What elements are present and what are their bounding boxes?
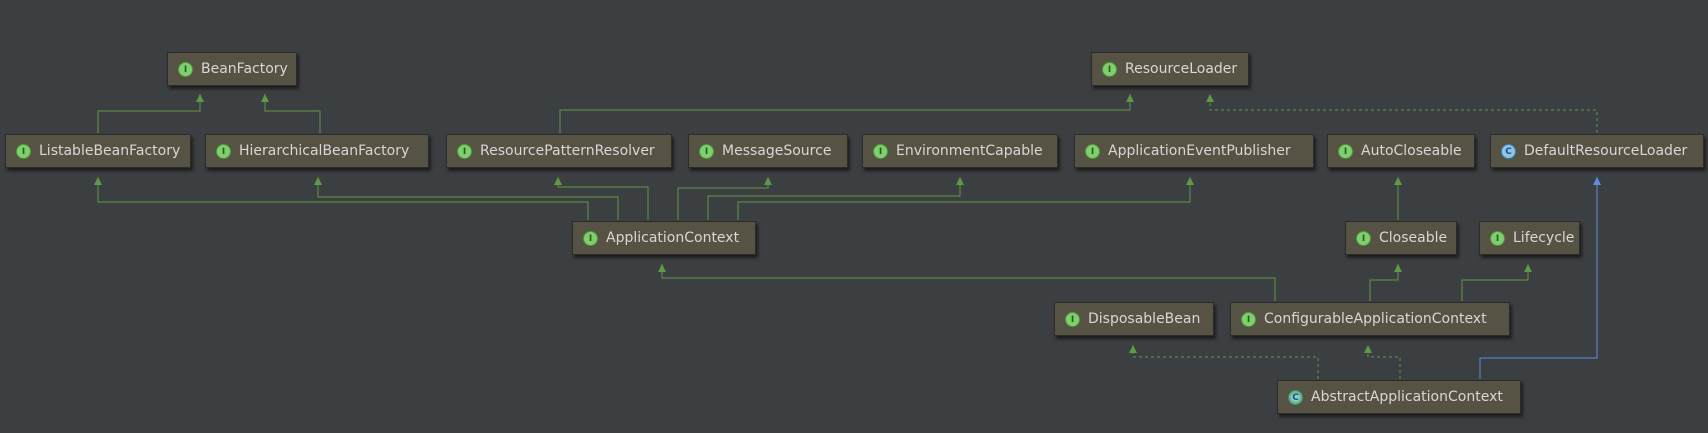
edge-arrowhead xyxy=(1186,177,1194,185)
node-label: MessageSource xyxy=(722,143,832,159)
edge-line xyxy=(1479,177,1598,379)
node-label: EnvironmentCapable xyxy=(896,143,1043,159)
edge-arrowhead xyxy=(956,177,964,185)
node-label: DefaultResourceLoader xyxy=(1524,143,1688,159)
node-abstract-application-context[interactable]: C AbstractApplicationContext xyxy=(1277,380,1521,414)
node-application-context[interactable]: I ApplicationContext xyxy=(572,221,756,255)
node-label: ResourcePatternResolver xyxy=(480,143,655,159)
edge-arrowhead xyxy=(1206,94,1214,102)
edge-arrowhead xyxy=(1524,264,1532,272)
edge-arrowhead xyxy=(261,94,269,102)
abstract-class-icon: C xyxy=(1288,390,1303,405)
edge-line xyxy=(317,177,619,220)
edge-arrowhead xyxy=(94,177,102,185)
edge-line xyxy=(737,177,1191,220)
edge-line xyxy=(661,264,1276,301)
edge-line xyxy=(707,177,961,220)
node-label: ResourceLoader xyxy=(1125,61,1238,77)
node-hierarchical-bean-factory[interactable]: I HierarchicalBeanFactory xyxy=(205,134,429,168)
edge-arrowhead xyxy=(314,177,322,185)
edge-arrowhead xyxy=(1394,264,1402,272)
node-configurable-application-context[interactable]: I ConfigurableApplicationContext xyxy=(1230,302,1510,336)
edge-arrowhead xyxy=(1126,94,1134,102)
edge-line xyxy=(1367,345,1401,379)
edge-arrowhead xyxy=(1394,177,1402,185)
node-auto-closeable[interactable]: I AutoCloseable xyxy=(1327,134,1475,168)
interface-icon: I xyxy=(1338,144,1353,159)
node-default-resource-loader[interactable]: C DefaultResourceLoader xyxy=(1490,134,1704,168)
node-label: Closeable xyxy=(1379,230,1448,246)
edge-line xyxy=(1369,264,1399,301)
node-application-event-publisher[interactable]: I ApplicationEventPublisher xyxy=(1074,134,1314,168)
interface-icon: I xyxy=(873,144,888,159)
interface-icon: I xyxy=(1356,231,1371,246)
node-label: HierarchicalBeanFactory xyxy=(239,143,410,159)
node-resource-loader[interactable]: I ResourceLoader xyxy=(1091,52,1249,86)
interface-icon: I xyxy=(1241,312,1256,327)
edge-line xyxy=(677,177,769,220)
node-label: DisposableBean xyxy=(1088,311,1201,327)
interface-icon: I xyxy=(16,144,31,159)
edge-line xyxy=(264,94,321,133)
edge-arrowhead xyxy=(196,94,204,102)
node-label: AutoCloseable xyxy=(1361,143,1462,159)
node-listable-bean-factory[interactable]: I ListableBeanFactory xyxy=(5,134,191,168)
edge-line xyxy=(559,94,1131,133)
node-label: BeanFactory xyxy=(201,61,288,77)
node-label: ApplicationContext xyxy=(606,230,740,246)
interface-icon: I xyxy=(216,144,231,159)
interface-icon: I xyxy=(1490,231,1505,246)
node-closeable[interactable]: I Closeable xyxy=(1345,221,1457,255)
node-lifecycle[interactable]: I Lifecycle xyxy=(1479,221,1580,255)
class-icon: C xyxy=(1501,144,1516,159)
node-label: ApplicationEventPublisher xyxy=(1108,143,1291,159)
edge-line xyxy=(1132,345,1319,379)
interface-icon: I xyxy=(1085,144,1100,159)
interface-icon: I xyxy=(1065,312,1080,327)
interface-icon: I xyxy=(1102,62,1117,77)
interface-icon: I xyxy=(178,62,193,77)
edge-line xyxy=(1461,264,1529,301)
edge-arrowhead xyxy=(764,177,772,185)
node-label: Lifecycle xyxy=(1513,230,1575,246)
edge-arrowhead xyxy=(1593,177,1601,185)
node-label: ConfigurableApplicationContext xyxy=(1264,311,1487,327)
interface-icon: I xyxy=(457,144,472,159)
edge-arrowhead xyxy=(1129,345,1137,353)
edge-line xyxy=(97,177,589,220)
edge-arrowhead xyxy=(1364,345,1372,353)
node-resource-pattern-resolver[interactable]: I ResourcePatternResolver xyxy=(446,134,672,168)
interface-icon: I xyxy=(583,231,598,246)
edge-line xyxy=(557,177,649,220)
node-disposable-bean[interactable]: I DisposableBean xyxy=(1054,302,1214,336)
interface-icon: I xyxy=(699,144,714,159)
edge-arrowhead xyxy=(554,177,562,185)
node-label: ListableBeanFactory xyxy=(39,143,181,159)
edge-line xyxy=(97,94,201,133)
edge-arrowhead xyxy=(658,264,666,272)
node-label: AbstractApplicationContext xyxy=(1311,389,1503,405)
edge-line xyxy=(1209,94,1598,133)
node-environment-capable[interactable]: I EnvironmentCapable xyxy=(862,134,1058,168)
node-bean-factory[interactable]: I BeanFactory xyxy=(167,52,297,86)
node-message-source[interactable]: I MessageSource xyxy=(688,134,848,168)
